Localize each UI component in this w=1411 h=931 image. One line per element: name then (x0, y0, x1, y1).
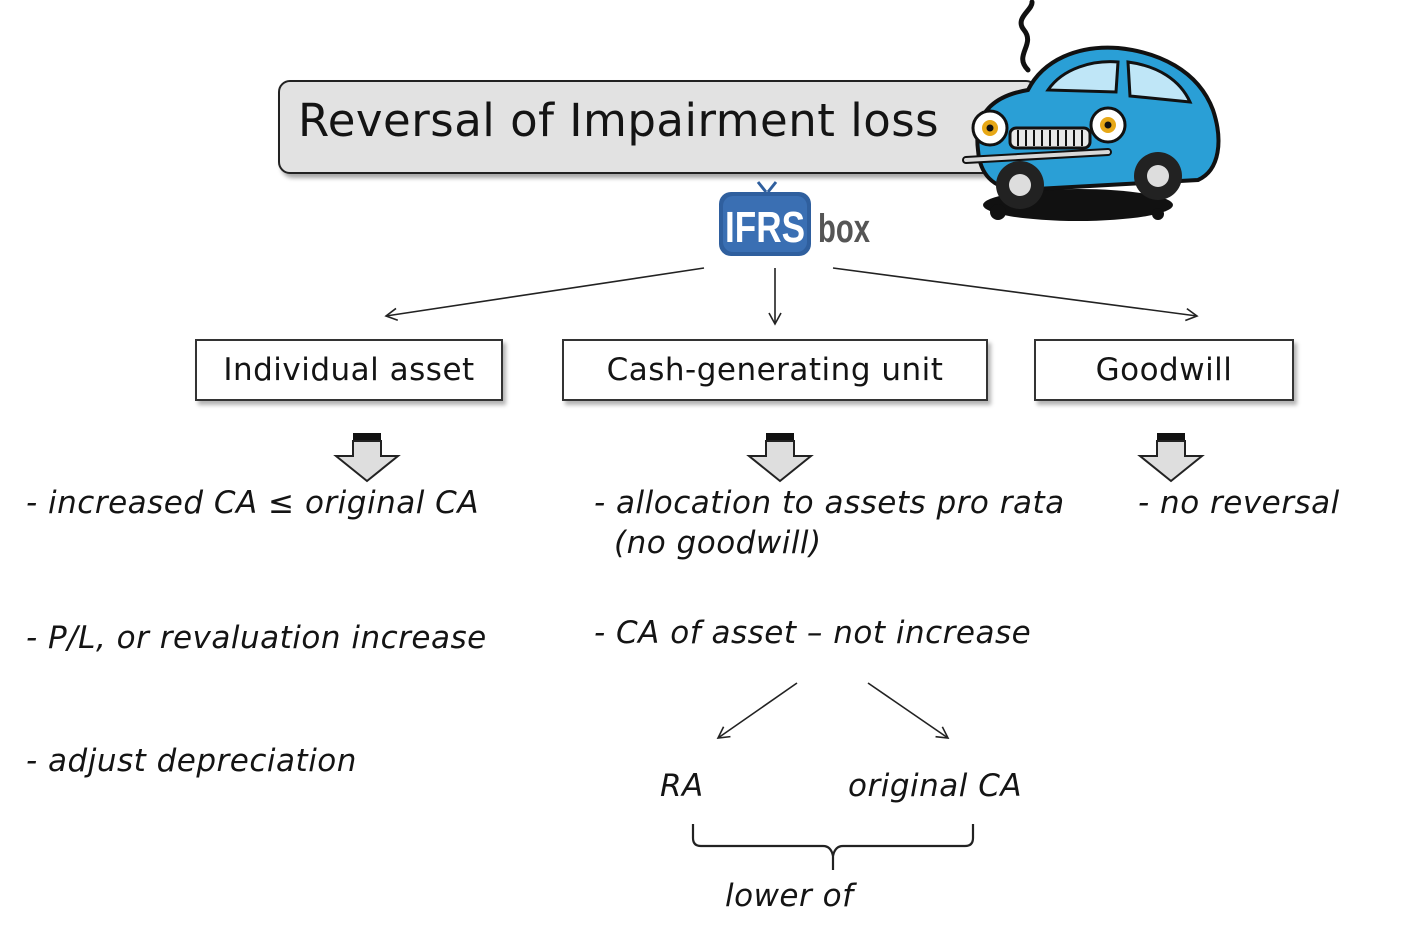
cgu-sub-right: original CA (848, 768, 1023, 804)
category-cash-generating-unit: Cash-generating unit (562, 339, 988, 401)
category-label: Cash-generating unit (606, 352, 944, 388)
category-goodwill: Goodwill (1034, 339, 1294, 401)
category-label: Goodwill (1095, 352, 1233, 388)
cgu-sub-bottom: lower of (725, 878, 854, 914)
logo-left-text: IFRS (725, 203, 805, 252)
cgu-sub-left: RA (660, 768, 704, 804)
cgu-item: - allocation to assets pro rata (594, 485, 1065, 521)
arrow-to-goodwill (832, 267, 1199, 322)
down-arrow-icon (333, 433, 401, 483)
cgu-item: - CA of asset – not increase (594, 615, 1032, 651)
down-arrow-icon (1137, 433, 1205, 483)
individual-asset-item: - adjust depreciation (26, 743, 357, 779)
arrow-to-individual-asset (384, 267, 705, 322)
category-individual-asset: Individual asset (195, 339, 503, 401)
arrow-to-original-ca (867, 682, 950, 739)
ifrsbox-logo: IFRS box (719, 181, 870, 256)
page-title: Reversal of Impairment loss (298, 94, 940, 147)
arrow-to-ra (716, 682, 798, 739)
lower-of-brace (691, 824, 975, 870)
cgu-item: (no goodwill) (614, 525, 822, 561)
broken-car-icon (962, 0, 1221, 221)
category-label: Individual asset (223, 352, 475, 388)
down-arrow-icon (746, 433, 814, 483)
goodwill-item: - no reversal (1138, 485, 1340, 521)
title-box (278, 80, 1038, 174)
logo-right-text: box (818, 207, 870, 251)
individual-asset-item: - P/L, or revaluation increase (26, 620, 487, 656)
individual-asset-item: - increased CA ≤ original CA (26, 485, 480, 521)
